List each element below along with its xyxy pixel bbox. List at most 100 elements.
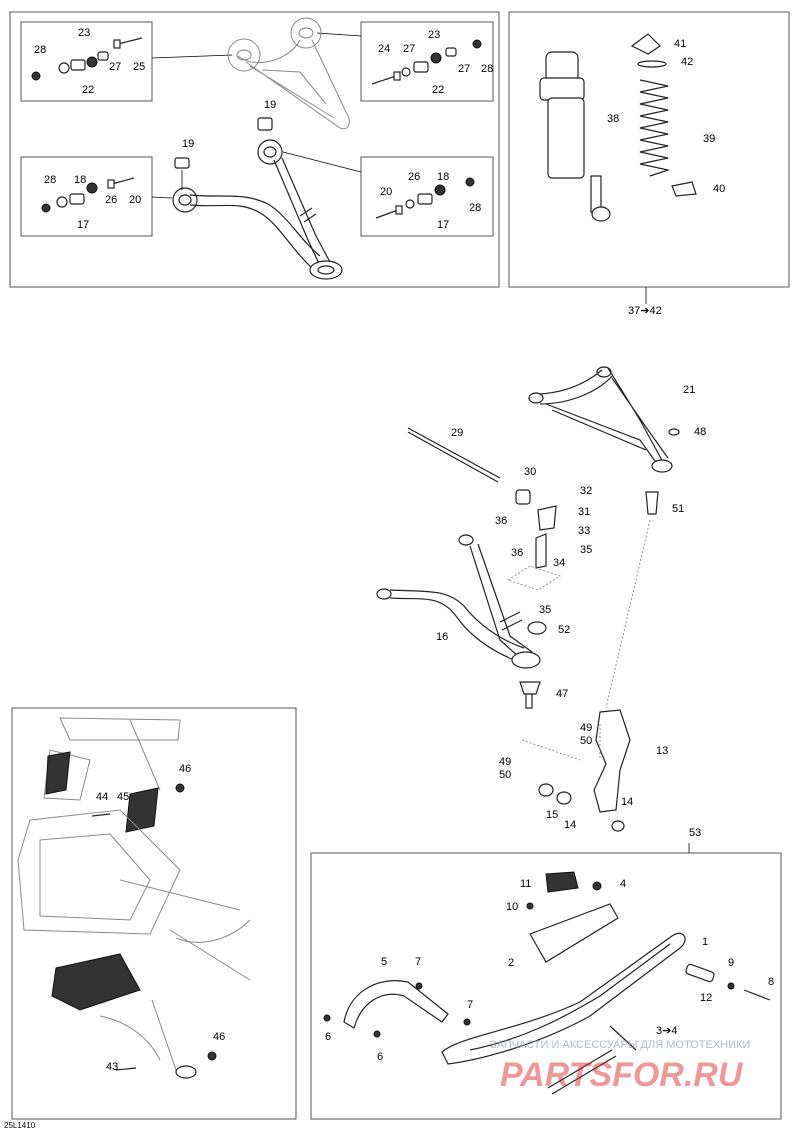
callout-c46a: 46 xyxy=(179,763,191,775)
callout-c6a: 6 xyxy=(325,1031,331,1043)
callout-c50b: 50 xyxy=(499,769,511,781)
watermark-tagline: ЗАПЧАСТИ И АКСЕССУАРЫ ДЛЯ МОТОТЕХНИКИ xyxy=(490,1039,750,1051)
callout-c23b: 23 xyxy=(428,29,440,41)
callout-c18b: 18 xyxy=(437,171,449,183)
callout-c22b: 22 xyxy=(432,84,444,96)
callout-c20b: 20 xyxy=(380,186,392,198)
hardware-set-c xyxy=(41,177,135,213)
callout-c45: 45 xyxy=(117,791,129,803)
callout-c9: 9 xyxy=(728,957,734,969)
callout-c19b: 19 xyxy=(182,138,194,150)
upper-a-arm-21 xyxy=(528,366,673,473)
callout-c35a: 35 xyxy=(580,544,592,556)
callout-c15: 15 xyxy=(546,809,558,821)
subbox-hardware-tl xyxy=(20,21,153,102)
callout-c31: 31 xyxy=(578,506,590,518)
callout-c10: 10 xyxy=(506,901,518,913)
callout-c28d: 28 xyxy=(469,202,481,214)
callout-c22a: 22 xyxy=(82,84,94,96)
hardware-set-a xyxy=(31,37,143,81)
callout-c43: 43 xyxy=(106,1061,118,1073)
callout-c17a: 17 xyxy=(77,219,89,231)
callout-c17b: 17 xyxy=(437,219,449,231)
chassis-frame xyxy=(17,717,251,1079)
panel-shock xyxy=(508,11,790,288)
callout-c28a: 28 xyxy=(34,44,46,56)
ball-joints xyxy=(519,428,680,709)
stabilizer-rod-29 xyxy=(407,427,501,483)
diagram-code: 25L1410 xyxy=(4,1121,36,1130)
callout-c40: 40 xyxy=(713,183,725,195)
callout-c34b: 3➔4 xyxy=(656,1025,677,1037)
callout-c27a: 27 xyxy=(109,61,121,73)
callout-c13: 13 xyxy=(656,745,668,757)
callout-c19a: 19 xyxy=(264,99,276,111)
callout-c18a: 18 xyxy=(74,174,86,186)
callout-c11: 11 xyxy=(520,878,531,890)
panel-upper-a-arm xyxy=(9,11,500,288)
callout-c14b: 14 xyxy=(564,819,576,831)
subbox-hardware-ml xyxy=(20,156,153,237)
callout-c16: 16 xyxy=(436,631,448,643)
callout-c8: 8 xyxy=(768,976,774,988)
callout-c52: 52 xyxy=(558,624,570,636)
callout-c49b: 49 xyxy=(499,756,511,768)
callout-c26a: 26 xyxy=(105,194,117,206)
callout-c14a: 14 xyxy=(621,796,633,808)
callout-c4a: 4 xyxy=(620,878,626,890)
subbox-hardware-tr xyxy=(360,21,494,102)
upper-a-arm-small xyxy=(227,17,350,130)
bushings-19 xyxy=(174,117,273,190)
callout-c30: 30 xyxy=(524,466,536,478)
callout-c27b: 27 xyxy=(403,43,415,55)
subbox-hardware-mr xyxy=(360,156,494,237)
shock-spring xyxy=(630,33,697,197)
callout-c51: 51 xyxy=(672,503,684,515)
callout-c44: 44 xyxy=(96,791,108,803)
ski-assembly xyxy=(441,871,771,1095)
callout-c28b: 28 xyxy=(481,63,493,75)
callout-c26b: 26 xyxy=(408,171,420,183)
callout-c29: 29 xyxy=(451,427,463,439)
watermark-logo: PARTSFOR.RU xyxy=(500,1056,744,1094)
callout-c20a: 20 xyxy=(129,194,141,206)
callout-c2: 2 xyxy=(508,957,514,969)
callout-c25: 25 xyxy=(133,61,145,73)
callout-c12: 12 xyxy=(700,992,712,1004)
callout-c5: 5 xyxy=(381,956,387,968)
callout-c27c: 27 xyxy=(458,63,470,75)
callout-c7a: 7 xyxy=(415,956,421,968)
lower-a-arm-small xyxy=(172,139,343,280)
callout-c53: 53 xyxy=(689,827,701,839)
callout-c36b: 36 xyxy=(511,547,523,559)
callout-c21: 21 xyxy=(683,384,695,396)
callout-c24: 24 xyxy=(378,43,390,55)
callout-c49a: 49 xyxy=(580,722,592,734)
panel-ski xyxy=(310,852,782,1120)
shock-absorber xyxy=(539,51,611,222)
callout-c47: 47 xyxy=(556,688,568,700)
shock-range-label: 37➔42 xyxy=(628,305,662,317)
hardware-set-d xyxy=(375,177,475,219)
callout-c23a: 23 xyxy=(78,27,90,39)
lower-a-arm-16 xyxy=(376,534,541,669)
callout-c28c: 28 xyxy=(44,174,56,186)
callout-c48: 48 xyxy=(694,426,706,438)
callout-c33: 33 xyxy=(578,525,590,537)
callout-c39: 39 xyxy=(703,133,715,145)
callout-c7b: 7 xyxy=(467,999,473,1011)
callout-c6b: 6 xyxy=(377,1051,383,1063)
callout-c50a: 50 xyxy=(580,735,592,747)
link-brackets xyxy=(507,489,561,635)
ski-handle-5 xyxy=(323,980,471,1038)
callout-c1: 1 xyxy=(702,936,708,948)
callout-c42: 42 xyxy=(681,56,693,68)
spindle-13 xyxy=(538,709,631,832)
hardware-set-b xyxy=(371,39,482,85)
callout-c32: 32 xyxy=(580,485,592,497)
callout-c46b: 46 xyxy=(213,1031,225,1043)
callout-c36a: 36 xyxy=(495,515,507,527)
callout-c38: 38 xyxy=(607,113,619,125)
